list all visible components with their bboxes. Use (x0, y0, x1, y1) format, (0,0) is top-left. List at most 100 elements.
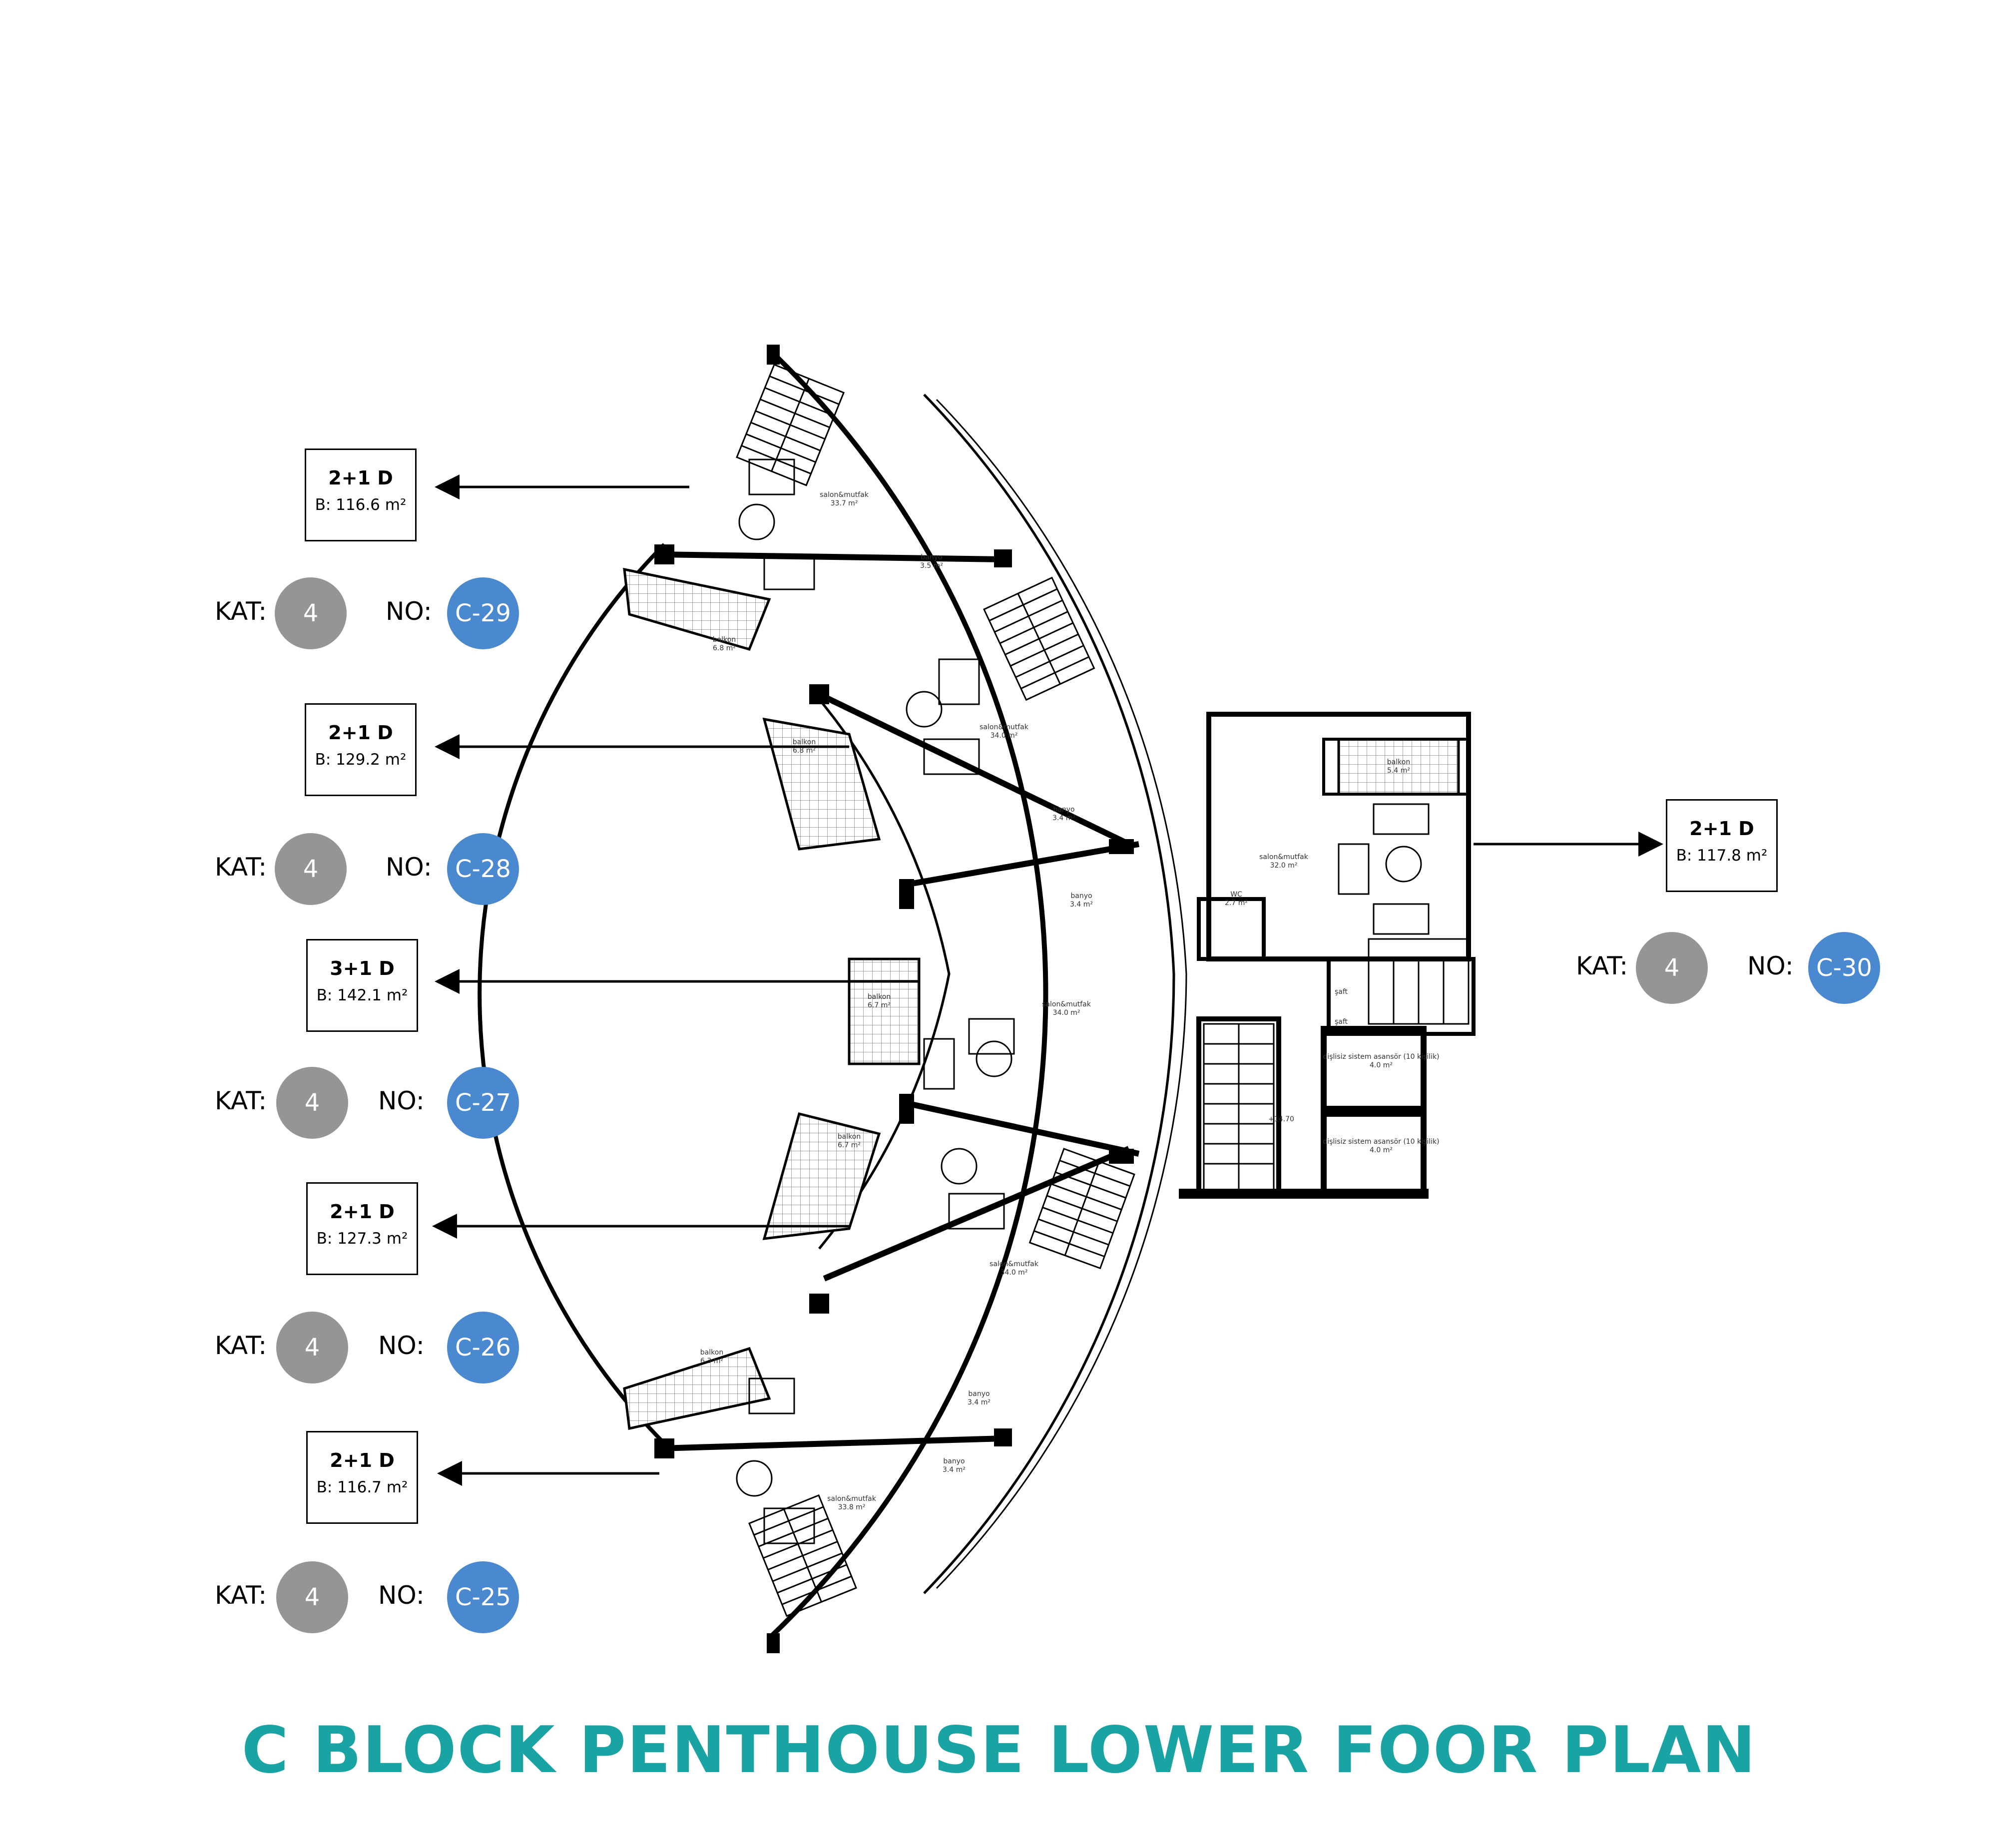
curved-block (478, 348, 1187, 1640)
outer-facade (767, 348, 1048, 1640)
staircases (736, 364, 1470, 1617)
floor-badge: 4 (276, 1312, 348, 1384)
corridor-wall (818, 698, 951, 1250)
floor-badge: 4 (276, 1561, 348, 1633)
room-area: 3.4 m² (1052, 814, 1075, 822)
room-name: salon&mutfak (990, 1260, 1039, 1268)
room-name: banyo (943, 1457, 965, 1465)
room-name: salon&mutfak (1042, 1000, 1091, 1008)
room-name: balkon (1387, 758, 1410, 766)
kat-label: KAT: (215, 597, 267, 626)
unit-type: 2+1 D (328, 722, 393, 744)
room-area: 33.8 m² (838, 1503, 866, 1511)
unit-area: B: 116.6 m² (315, 496, 407, 514)
no-label: NO: (378, 1331, 425, 1360)
room-area: 34.0 m² (991, 732, 1018, 740)
room-name: balkon (700, 1349, 723, 1357)
room-area: 3.4 m² (1070, 901, 1093, 909)
unit-number-badge: C-27 (447, 1067, 519, 1139)
unit-type: 2+1 D (328, 467, 393, 489)
unit-area: B: 142.1 m² (316, 986, 408, 1004)
room-area: 3.4 m² (943, 1466, 966, 1474)
room-name: banyo (1070, 892, 1092, 900)
unit-walls (659, 551, 1140, 1451)
room-area: 6.7 m² (868, 1001, 891, 1009)
unit-type: 3+1 D (330, 957, 395, 979)
floor-badge: 4 (1636, 932, 1708, 1004)
room-name: salon&mutfak (820, 491, 869, 499)
leader-arrows (432, 474, 1663, 1486)
room-labels: salon&mutfak 33.7 m² banyo 3.5 m² balkon… (700, 491, 1440, 1511)
room-area: 2.7 m² (1225, 899, 1248, 907)
floor-badge: 4 (275, 833, 347, 905)
unit-number-badge: C-29 (447, 577, 519, 649)
room-name: WC (1230, 891, 1242, 899)
no-label: NO: (386, 597, 432, 626)
no-label: NO: (386, 853, 432, 882)
room-area: 6.8 m² (793, 747, 816, 755)
room-area: 3.5 m² (920, 562, 943, 570)
unit-info-c26: 2+1 D B: 127.3 m² (306, 1182, 418, 1275)
room-name: balkon (868, 993, 891, 1001)
level-mark: +14.70 (1268, 1115, 1294, 1123)
kat-label: KAT: (215, 853, 267, 882)
wall-columns (654, 345, 1134, 1653)
room-name: banyo (921, 553, 942, 561)
room-name: salon&mutfak (827, 1495, 877, 1503)
unit-area: B: 116.7 m² (316, 1478, 408, 1496)
room-area: 5.4 m² (1387, 767, 1410, 775)
room-name: banyo (1053, 806, 1074, 814)
room-area: 6.3 m² (700, 1357, 723, 1365)
room-name: banyo (968, 1390, 990, 1398)
unit-info-c28: 2+1 D B: 129.2 m² (305, 703, 417, 796)
unit-info-c29: 2+1 D B: 116.6 m² (305, 449, 417, 541)
room-area: 6.7 m² (838, 1141, 861, 1149)
kat-label: KAT: (1576, 951, 1628, 980)
unit-info-c25: 2+1 D B: 116.7 m² (306, 1431, 418, 1524)
room-area: 3.4 m² (968, 1398, 991, 1406)
room-area: 4.0 m² (1370, 1146, 1393, 1154)
no-label: NO: (378, 1086, 425, 1115)
no-label: NO: (378, 1581, 425, 1610)
outer-balcony-rail-1 (923, 394, 1175, 1594)
unit-number-badge: C-25 (447, 1561, 519, 1633)
unit-type: 2+1 D (330, 1449, 395, 1471)
kat-label: KAT: (215, 1331, 267, 1360)
unit-number-badge: C-26 (447, 1312, 519, 1384)
unit-number-badge: C-30 (1808, 932, 1880, 1004)
inner-facade (478, 543, 666, 1445)
room-area: 32.0 m² (1270, 862, 1298, 870)
kat-label: KAT: (215, 1581, 267, 1610)
room-name: balkon (713, 636, 736, 644)
shaft-label: şaft (1335, 1018, 1348, 1026)
kat-label: KAT: (215, 1086, 267, 1115)
room-name: dişlisiz sistem asansör (10 kişilik) (1323, 1053, 1439, 1061)
unit-area: B: 127.3 m² (316, 1230, 408, 1248)
room-area: 4.0 m² (1370, 1061, 1393, 1069)
right-block (1179, 712, 1476, 1199)
unit-type: 2+1 D (330, 1201, 395, 1223)
unit-info-c30: 2+1 D B: 117.8 m² (1666, 799, 1778, 892)
unit-number-badge: C-28 (447, 833, 519, 905)
room-name: salon&mutfak (1259, 853, 1309, 861)
unit-type: 2+1 D (1689, 818, 1754, 840)
room-area: 34.0 m² (1053, 1009, 1080, 1017)
floor-badge: 4 (275, 577, 347, 649)
page-title: C BLOCK PENTHOUSE LOWER FOOR PLAN (241, 1713, 1757, 1788)
room-name: salon&mutfak (980, 723, 1029, 731)
outer-balcony-rail-2 (936, 399, 1187, 1589)
no-label: NO: (1747, 951, 1794, 980)
balconies (623, 567, 1460, 1430)
room-area: 34.0 m² (1000, 1269, 1028, 1277)
room-area: 33.7 m² (831, 499, 858, 507)
room-name: balkon (838, 1133, 861, 1141)
unit-area: B: 129.2 m² (315, 751, 407, 769)
room-name: balkon (793, 738, 816, 746)
shaft-label: şaft (1335, 988, 1348, 996)
unit-info-c27: 3+1 D B: 142.1 m² (306, 939, 418, 1032)
floor-badge: 4 (276, 1067, 348, 1139)
room-area: 6.8 m² (713, 644, 736, 652)
unit-area: B: 117.8 m² (1676, 847, 1768, 865)
furniture (736, 459, 1430, 1544)
